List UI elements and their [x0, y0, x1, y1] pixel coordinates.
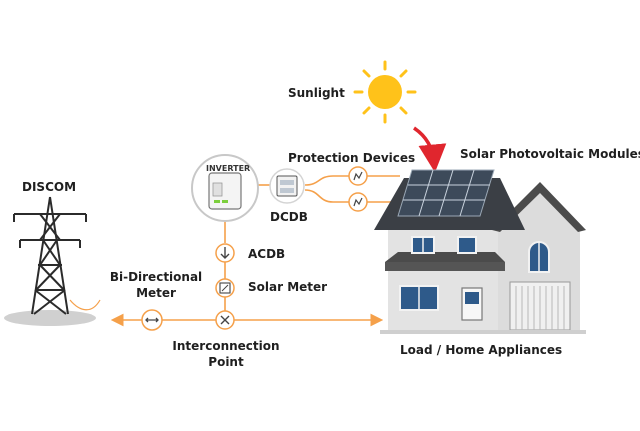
acdb-label: ACDB	[248, 247, 286, 261]
bidirectional-meter-icon	[141, 309, 163, 331]
solar-pv-modules-label: Solar Photovoltaic Modules	[460, 147, 640, 161]
interconnection-label-line2: Point	[208, 355, 244, 369]
protection-devices-label: Protection Devices	[288, 151, 416, 165]
solar-meter-icon	[215, 278, 235, 298]
sunlight-arrow	[412, 126, 447, 173]
interconnection-point-icon	[215, 310, 235, 330]
protection-device-icon-bottom	[348, 192, 368, 212]
tower-service-drop	[69, 299, 101, 311]
inverter-label: INVERTER	[206, 164, 251, 173]
load-label: Load / Home Appliances	[400, 343, 563, 357]
interconnection-label-line1: Interconnection	[172, 339, 280, 353]
solar-panel-icon	[397, 169, 495, 217]
dcdb-label: DCDB	[270, 210, 308, 224]
dcdb-icon	[269, 168, 305, 204]
sunlight-label: Sunlight	[288, 86, 345, 100]
solar-meter-label: Solar Meter	[248, 280, 328, 294]
dcdb-protection-wire-top	[304, 175, 350, 186]
protection-device-icon-top	[348, 166, 368, 186]
discom-label: DISCOM	[22, 180, 77, 194]
dcdb-protection-wire-bottom	[304, 189, 350, 203]
transmission-tower-icon	[4, 196, 96, 326]
inverter-device	[191, 154, 259, 222]
bidirectional-meter-label-line1: Bi-Directional	[109, 270, 203, 284]
sun-icon	[353, 60, 417, 124]
bidirectional-meter-label-line2: Meter	[136, 286, 176, 300]
wiring	[69, 175, 400, 327]
acdb-icon	[215, 243, 235, 263]
house-icon	[374, 178, 586, 334]
